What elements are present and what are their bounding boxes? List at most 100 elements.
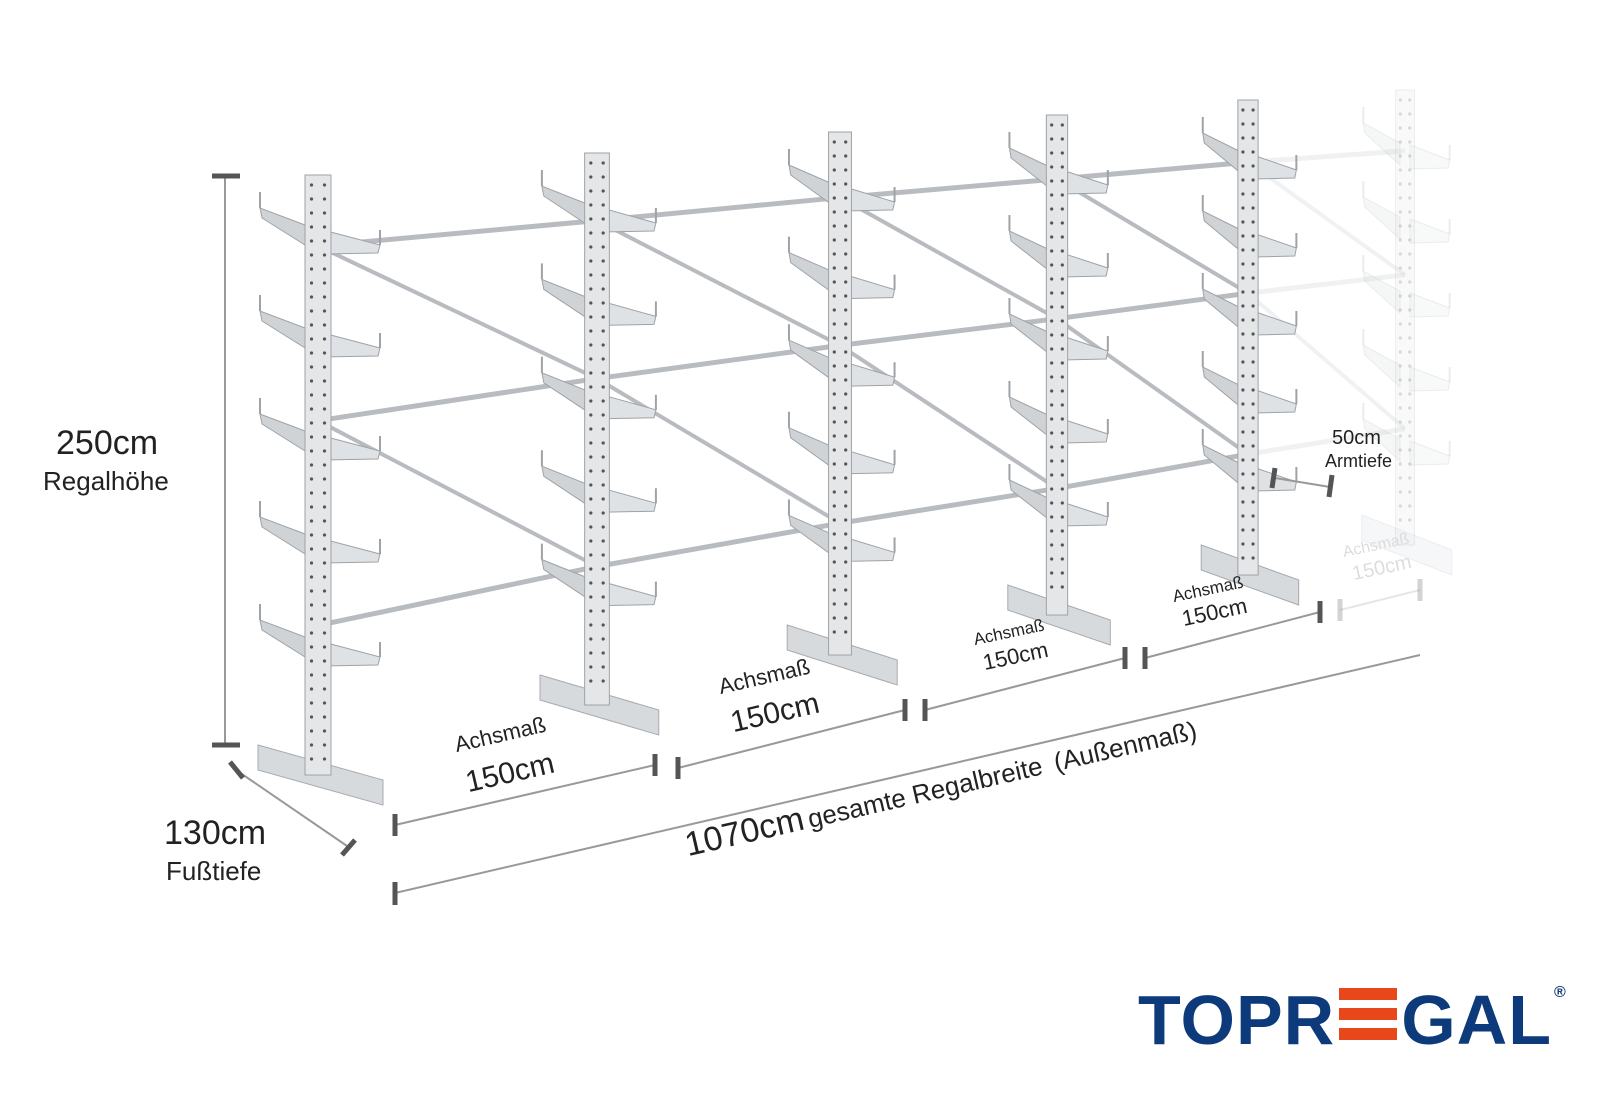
height-label: Regalhöhe [43,466,169,496]
column-hole [1251,388,1255,392]
column-hole [309,435,314,439]
column-hole [1398,448,1402,452]
column-hole [1060,263,1064,267]
column-hole [1060,179,1064,183]
column-hole [1050,431,1054,435]
column-hole [322,617,327,621]
column-hole [601,385,605,389]
cantilever-arm-left [1008,479,1053,524]
column-hole [1408,518,1412,522]
column-hole [601,399,605,403]
column-hole [1398,182,1402,186]
column-hole [1050,417,1054,421]
column-hole [1398,420,1402,424]
column-hole [844,280,848,284]
column-hole [832,182,836,186]
column-hole [309,687,314,691]
column-hole [322,365,327,369]
column-hole [601,357,605,361]
column-hole [1060,501,1064,505]
column-hole [322,533,327,537]
column-hole [1398,98,1402,102]
column-hole [1060,585,1064,589]
column-hole [1251,444,1255,448]
column-hole [1060,123,1064,127]
column-hole [1060,305,1064,309]
column-hole [844,532,848,536]
column-hole [832,406,836,410]
cantilever-arm-right [1061,418,1109,444]
column-hole [589,189,593,193]
column-hole [1050,333,1054,337]
column-hole [589,259,593,263]
column-hole [309,183,314,187]
column-hole [309,603,314,607]
arm-depth-tick [1326,474,1335,498]
column-hole [1060,249,1064,253]
column-hole [1251,122,1255,126]
column-hole [1050,515,1054,519]
cantilever-arm-right [322,538,381,564]
column-hole [1050,221,1054,225]
column-hole [1050,263,1054,267]
column-hole [1050,501,1054,505]
column-hole [844,616,848,620]
column-hole [309,519,314,523]
bay-dimension-line [1144,611,1321,659]
column-hole [601,245,605,249]
column-hole [832,504,836,508]
cantilever-arm-left [1362,344,1401,389]
column-hole [1241,276,1245,280]
column-hole [844,574,848,578]
column-hole [832,532,836,536]
column-hole [1251,206,1255,210]
column-hole [322,407,327,411]
cantilever-arm-right [601,580,657,607]
cantilever-arm-right [1409,366,1451,392]
column-hole [1060,333,1064,337]
cantilever-arm-left [1008,230,1053,275]
arm-depth-line [1274,477,1331,488]
column-hole [309,561,314,565]
column-hole [832,630,836,634]
column-hole [322,477,327,481]
column-hole [1398,280,1402,284]
column-hole [1251,318,1255,322]
column-hole [589,287,593,291]
column-hole [1251,332,1255,336]
column-hole [1251,402,1255,406]
column-hole [1398,504,1402,508]
column-hole [1398,252,1402,256]
column-hole [601,427,605,431]
column-hole [1241,374,1245,378]
column-hole [1050,361,1054,365]
column-hole [322,351,327,355]
column-hole [1398,294,1402,298]
column-hole [844,602,848,606]
column-hole [601,567,605,571]
column-hole [589,679,593,683]
column-hole [1241,150,1245,154]
column-hole [601,231,605,235]
column-hole [309,589,314,593]
column-hole [322,379,327,383]
column-hole [322,295,327,299]
horizontal-brace [1247,272,1406,296]
column-hole [322,337,327,341]
column-hole [322,421,327,425]
column-hole [1241,290,1245,294]
cantilever-arm-right [601,300,657,326]
column-hole [832,420,836,424]
column-hole [1050,277,1054,281]
column-hole [1050,473,1054,477]
column-hole [309,351,314,355]
foot-depth-line [235,769,351,849]
column-hole [832,448,836,452]
column-hole [1050,347,1054,351]
column-hole [1241,528,1245,532]
column-hole [1060,235,1064,239]
column-hole [322,687,327,691]
column-hole [1241,220,1245,224]
column-hole [1241,430,1245,434]
column-hole [589,567,593,571]
